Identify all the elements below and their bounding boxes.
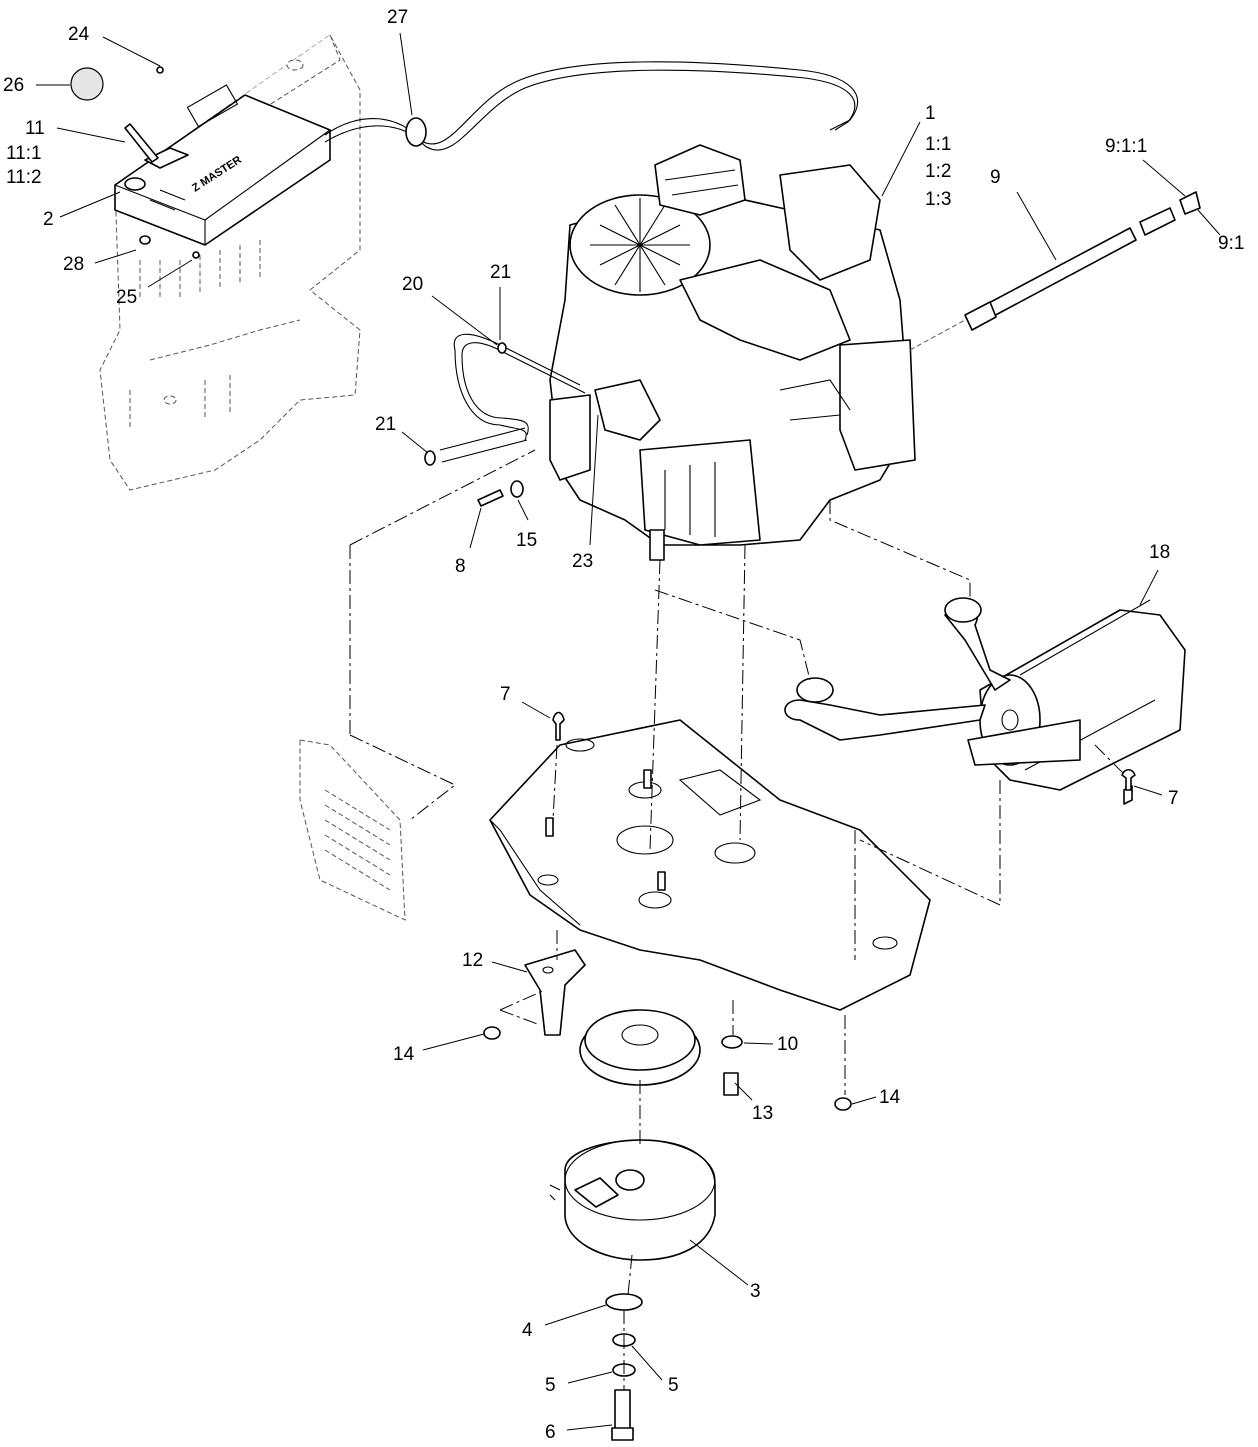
callout-14-left: 14 <box>393 1044 415 1065</box>
callout-23-text: 23 <box>572 551 593 572</box>
engine <box>549 144 916 561</box>
callout-3: 3 <box>750 1281 761 1302</box>
callout-10: 10 <box>777 1034 798 1055</box>
oil-filter <box>549 394 591 481</box>
callout-4: 4 <box>522 1320 533 1341</box>
callout-21-upper: 21 <box>490 262 511 283</box>
throttle-lever <box>124 123 159 163</box>
bracket <box>524 949 586 1036</box>
hose-clamp-lower <box>424 450 436 466</box>
knob-ball <box>70 67 104 101</box>
throttle-slot <box>144 147 189 169</box>
callout-1: 1 <box>925 103 936 124</box>
cylinder-head-cover <box>639 439 761 546</box>
exhaust-flange-left <box>796 677 834 703</box>
air-cleaner-cap <box>654 144 746 216</box>
callout-1-1: 1:1 <box>925 134 951 155</box>
callout-9: 9 <box>990 167 1001 188</box>
callout-7-left: 7 <box>500 684 511 705</box>
control-console: Z MASTER <box>70 66 331 259</box>
callout-11: 11 <box>25 118 45 139</box>
oil-drain-hose <box>909 191 1201 351</box>
callout-1-3: 1:3 <box>925 189 951 210</box>
callout-12: 12 <box>462 950 483 971</box>
pulley <box>579 1009 701 1086</box>
leader-lines <box>36 32 1221 1431</box>
heat-shield-ghost <box>299 739 406 921</box>
alignment-lines <box>349 449 1126 1390</box>
callout-2: 2 <box>43 209 54 230</box>
callout-11-2: 11:2 <box>6 167 42 188</box>
bolt-and-washer <box>477 480 524 507</box>
callout-28: 28 <box>63 254 84 275</box>
console-screw <box>192 251 200 259</box>
callout-18: 18 <box>1149 542 1170 563</box>
cable-clip <box>405 117 427 147</box>
callout-7-right: 7 <box>1168 788 1179 809</box>
callout-13: 13 <box>752 1103 773 1124</box>
muffler-bracket <box>967 719 1081 766</box>
throttle-cable <box>324 61 859 151</box>
exhaust-pipe-left <box>784 699 986 741</box>
air-filter-housing <box>779 164 881 281</box>
callout-1-2: 1:2 <box>925 161 951 182</box>
choke-knob <box>124 177 146 191</box>
hose-clamp-upper <box>497 342 507 354</box>
exhaust-flange-right <box>944 597 982 623</box>
callout-14-right: 14 <box>879 1087 901 1108</box>
electric-clutch <box>549 1139 716 1261</box>
muffler <box>784 597 1186 805</box>
fasteners <box>483 711 1136 1441</box>
callout-8: 8 <box>455 556 466 577</box>
callout-27: 27 <box>387 7 408 28</box>
governor-linkage <box>839 339 916 471</box>
fuel-line <box>424 333 586 466</box>
engine-drain <box>649 529 665 561</box>
drain-cap <box>1179 191 1201 215</box>
callout-21-lower: 21 <box>375 414 396 435</box>
callout-9-1-1: 9:1:1 <box>1105 136 1147 157</box>
callout-6-text: 6 <box>545 1422 556 1443</box>
callout-25: 25 <box>116 287 137 308</box>
console-frame-ghost <box>99 34 361 491</box>
callout-24: 24 <box>68 24 90 45</box>
engine-deck-plate <box>489 719 931 1011</box>
fuel-filter-block <box>594 379 661 441</box>
callout-15: 15 <box>516 530 537 551</box>
callout-9-1: 9:1 <box>1218 233 1244 254</box>
callout-labels: 24 26 11 11:1 11:2 2 28 25 27 1 1:1 1:2 … <box>3 7 1244 1443</box>
callout-26: 26 <box>3 75 24 96</box>
callout-20: 20 <box>402 274 423 295</box>
callout-11-1: 11:1 <box>6 143 42 164</box>
small-screw <box>156 66 164 74</box>
callout-5-right: 5 <box>668 1375 679 1396</box>
callout-5-left: 5 <box>545 1375 556 1396</box>
console-nut <box>139 235 151 245</box>
intake-elbow <box>679 259 851 361</box>
